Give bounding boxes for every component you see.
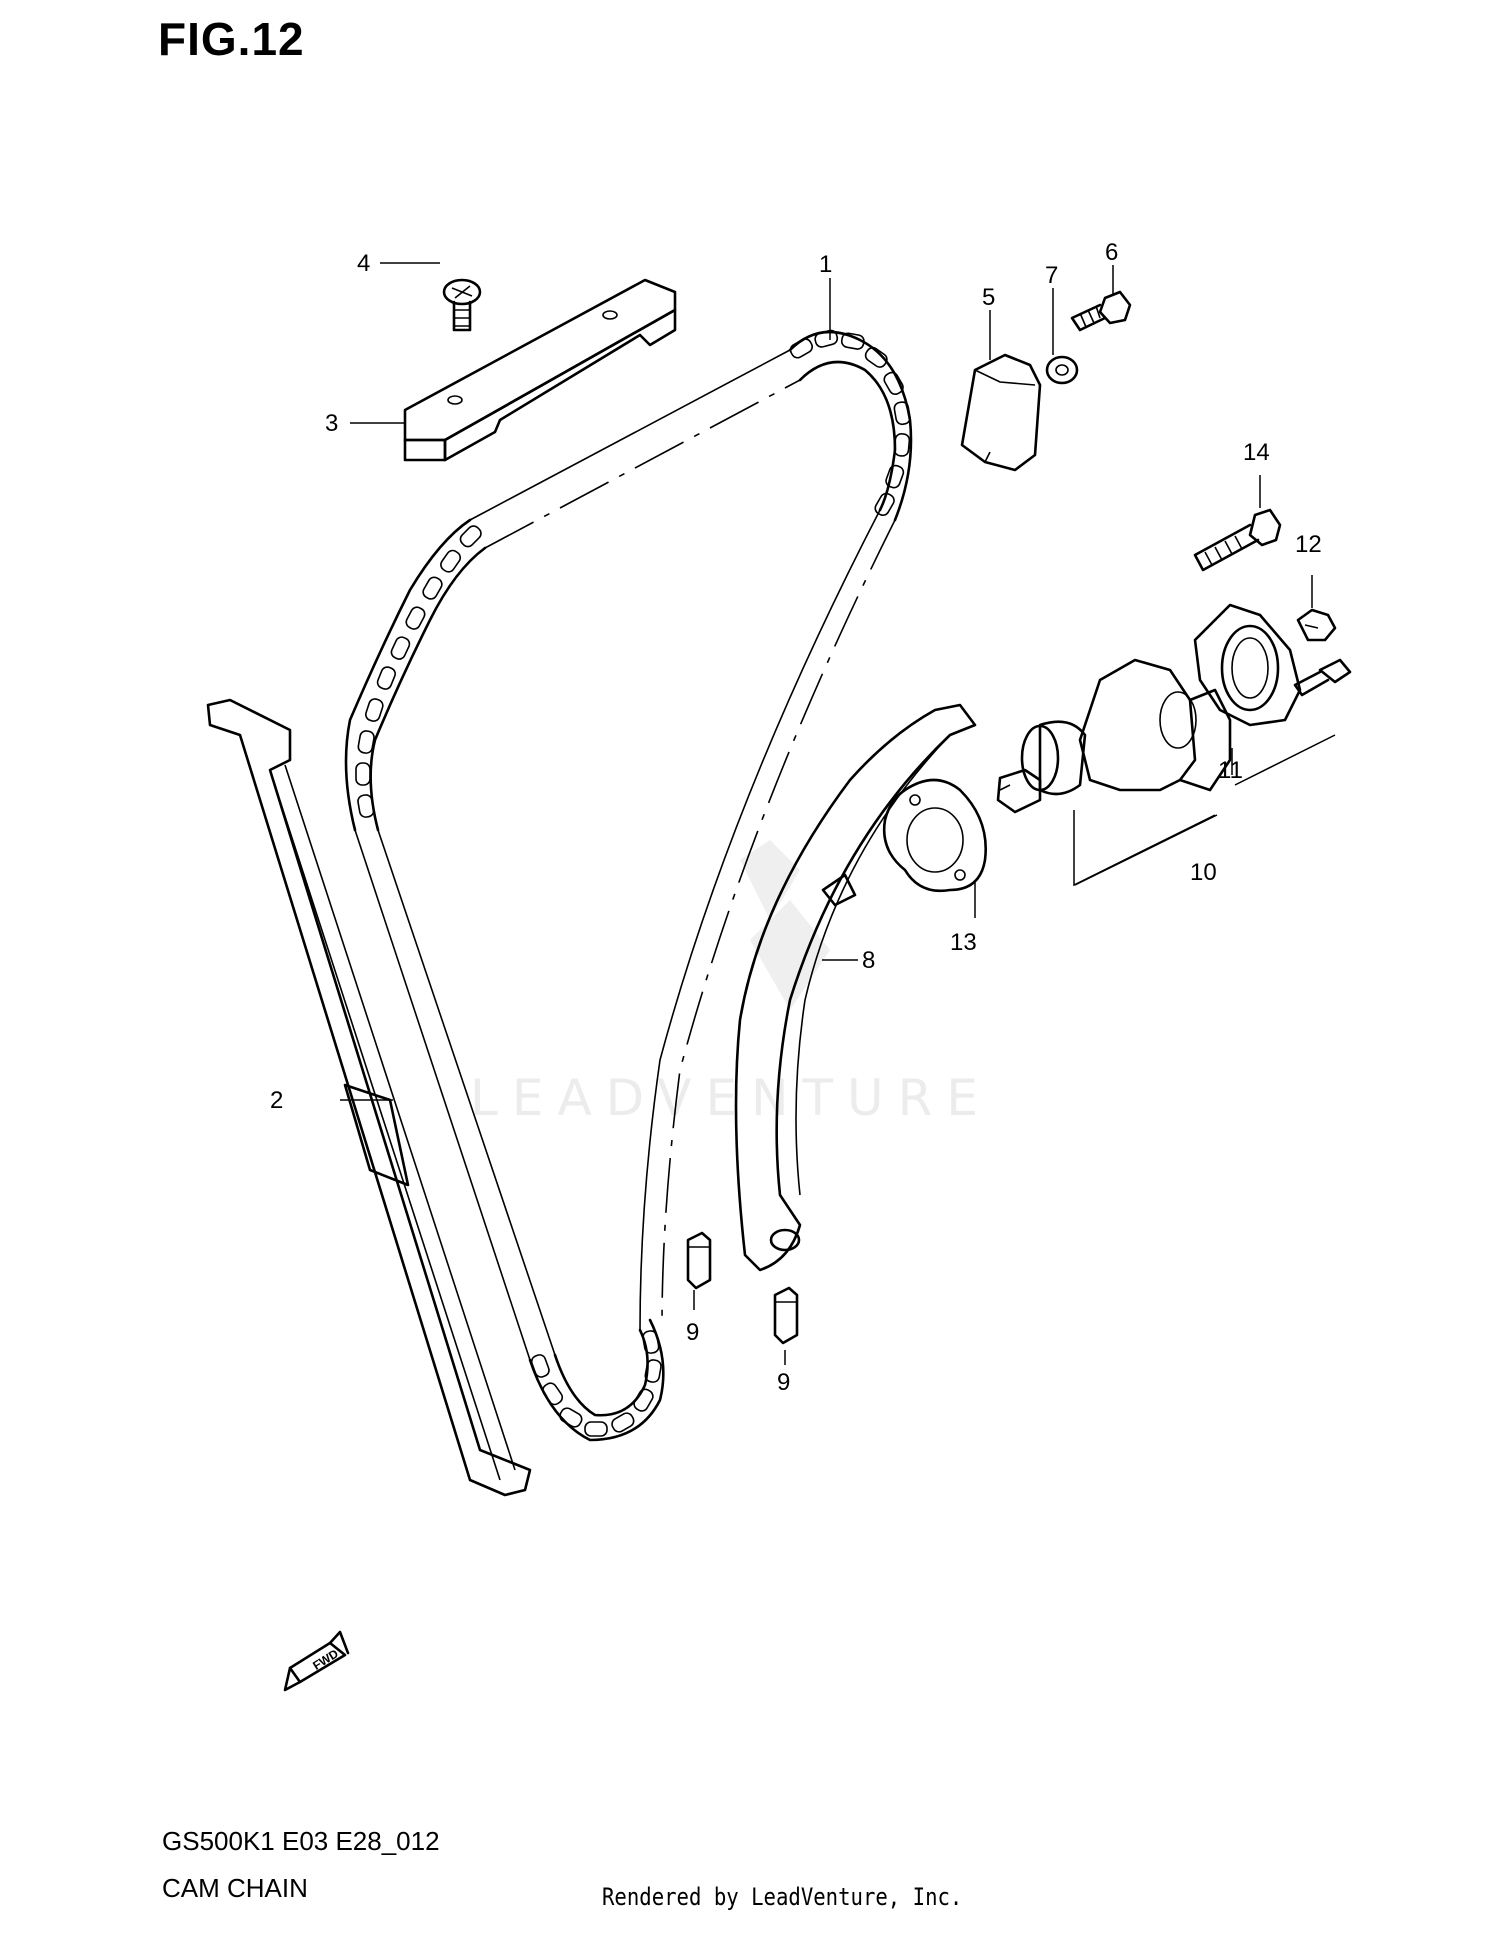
callout-9b: 9	[777, 1369, 790, 1396]
forward-direction-marker: FWD	[283, 1630, 350, 1692]
dowel-pin-part-9b	[773, 1286, 799, 1345]
chain-guide-plate-part-3	[403, 278, 677, 462]
rendered-by-credit: Rendered by LeadVenture, Inc.	[602, 1883, 963, 1911]
cap-bolt-part-12	[1293, 608, 1352, 697]
callout-1: 1	[819, 251, 832, 278]
screw-part-4	[442, 278, 482, 332]
bolt-part-6	[1070, 290, 1132, 332]
o-ring-part-11	[1193, 603, 1302, 727]
callout-8: 8	[862, 947, 875, 974]
callout-10: 10	[1190, 859, 1217, 886]
callout-5: 5	[982, 284, 995, 311]
cushion-part-5	[960, 353, 1042, 472]
callout-12: 12	[1295, 531, 1322, 558]
tensioner-guide-part-8	[734, 703, 977, 1272]
chain-guide-part-2	[206, 698, 532, 1497]
gasket-part-13	[882, 778, 987, 893]
dowel-pin-part-9	[686, 1231, 712, 1290]
bolt-part-14	[1193, 508, 1282, 572]
cam-chain-part-1	[344, 329, 913, 1442]
leader-lines	[340, 262, 1336, 1365]
callout-6: 6	[1105, 239, 1118, 266]
callout-4: 4	[357, 250, 370, 277]
callout-labels: 1 2 3 4 5 6 7 8 9 9 10 11 12 13 14	[270, 239, 1322, 1396]
watermark: LEADVENTURE	[470, 840, 992, 1127]
callout-2: 2	[270, 1087, 283, 1114]
figure-title: FIG.12	[158, 13, 305, 65]
figure-name: CAM CHAIN	[162, 1873, 308, 1903]
callout-7: 7	[1045, 262, 1058, 289]
tensioner-assembly-part-10	[996, 658, 1232, 814]
washer-part-7	[1045, 355, 1079, 385]
watermark-text: LEADVENTURE	[470, 1069, 992, 1127]
callout-14: 14	[1243, 439, 1270, 466]
callout-3: 3	[325, 410, 338, 437]
callout-9a: 9	[686, 1319, 699, 1346]
callout-13: 13	[950, 929, 977, 956]
fwd-label: FWD	[310, 1646, 341, 1673]
model-code: GS500K1 E03 E28_012	[162, 1826, 440, 1856]
callout-11: 11	[1218, 757, 1243, 784]
